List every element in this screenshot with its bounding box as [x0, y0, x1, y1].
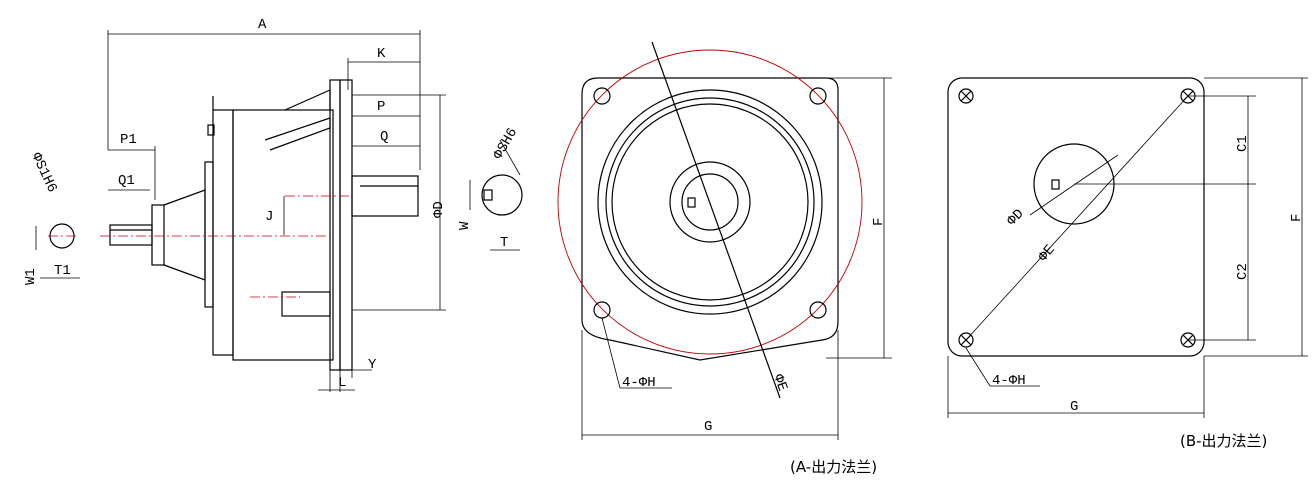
dim-j-label: J — [265, 209, 273, 225]
a-dim-f-label: F — [871, 218, 887, 226]
b-dim-h-label: 4-ΦH — [992, 373, 1026, 389]
a-dim-e-label: ΦE — [769, 372, 790, 393]
dim-w-label: W — [457, 221, 473, 230]
dim-w1-label: W1 — [23, 268, 39, 285]
b-dim-d-label: ΦD — [1004, 206, 1027, 229]
a-dim-h-label: 4-ΦH — [622, 375, 656, 391]
a-flange-caption: (A-出力法兰) — [790, 458, 877, 476]
b-dim-f-label: F — [1289, 214, 1305, 222]
b-flange-view: C1 C2 F G ΦD ΦE 4-ΦH (B-出力法兰) — [947, 77, 1308, 450]
dim-s1h6-label: ΦS1H6 — [27, 150, 59, 195]
b-dim-e-label: ΦE — [1036, 242, 1059, 265]
b-flange-caption: (B-出力法兰) — [1180, 432, 1267, 450]
dim-t1-label: T1 — [54, 263, 71, 279]
dim-y-label: Y — [368, 357, 377, 373]
dim-sh6-label: ΦSH6 — [490, 125, 521, 162]
dim-p-label: P — [377, 99, 385, 115]
a-dim-g-label: G — [704, 419, 712, 435]
b-dim-c2-label: C2 — [1235, 263, 1251, 280]
dim-q1-label: Q1 — [118, 173, 135, 189]
dim-q-label: Q — [380, 129, 388, 145]
dim-p1-label: P1 — [120, 132, 137, 148]
dim-t-label: T — [500, 235, 508, 251]
b-dim-g-label: G — [1070, 399, 1078, 415]
dim-a-label: A — [258, 17, 267, 33]
dim-d-label: ΦD — [431, 201, 447, 218]
b-dim-c1-label: C1 — [1235, 135, 1251, 152]
a-flange-view: F G ΦE 4-ΦH (A-出力法兰) — [557, 41, 892, 476]
dim-k-label: K — [377, 46, 386, 62]
dim-l-label: L — [338, 375, 346, 391]
side-view: A K P Q P1 Q1 — [23, 17, 523, 392]
